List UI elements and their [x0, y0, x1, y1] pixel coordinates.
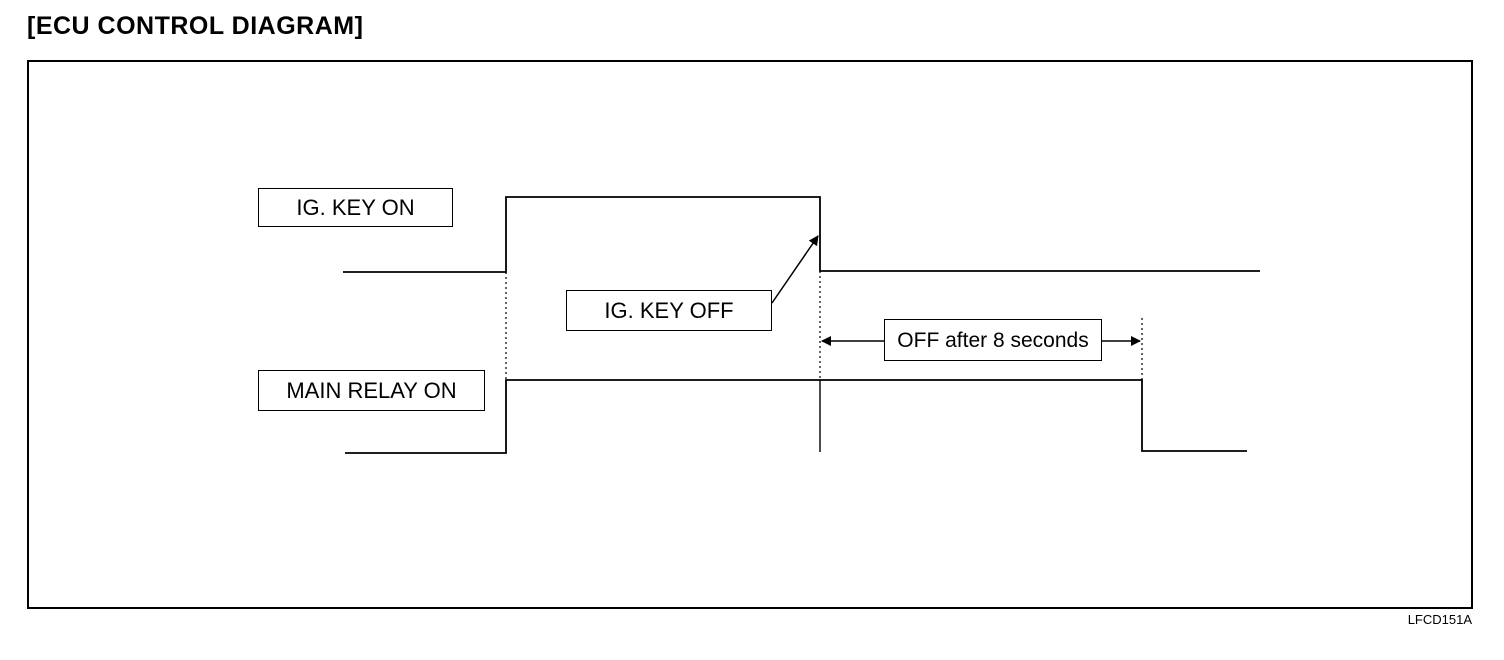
main-relay-on-label: MAIN RELAY ON	[258, 370, 485, 411]
page-title: [ECU CONTROL DIAGRAM]	[27, 12, 364, 40]
diagram-frame	[27, 60, 1473, 609]
ig-key-off-label: IG. KEY OFF	[566, 290, 772, 331]
main-relay-signal-line	[345, 379, 1247, 454]
ig-key-off-pointer-arrow	[771, 235, 819, 304]
ig-key-on-label: IG. KEY ON	[258, 188, 453, 227]
ig-key-signal-line	[343, 196, 1260, 273]
off-after-delay-label: OFF after 8 seconds	[884, 319, 1102, 361]
reference-code: LFCD151A	[1407, 612, 1472, 627]
